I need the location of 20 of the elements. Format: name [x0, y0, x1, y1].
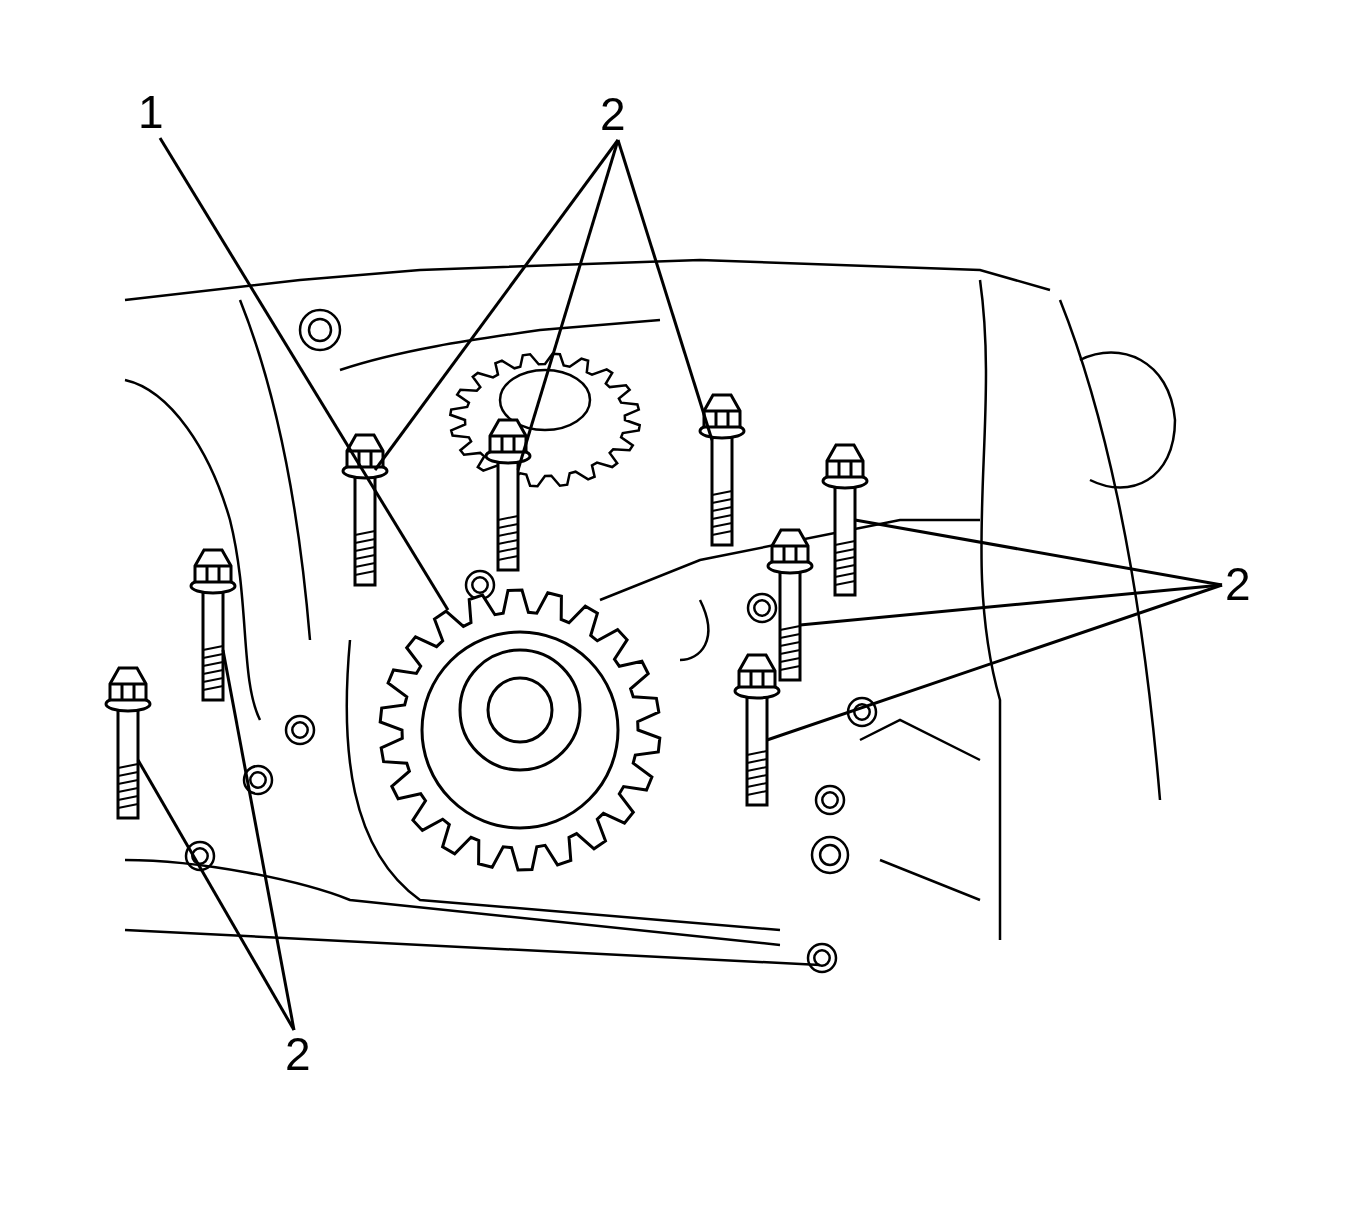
bolt-drawing [733, 653, 781, 807]
leader-line [221, 649, 296, 1031]
callout-number: 2 [600, 90, 626, 138]
leader-line [516, 139, 620, 471]
bolt-drawing [341, 433, 389, 587]
bolt-drawing [698, 393, 746, 547]
bolt-drawing [484, 418, 532, 572]
leader-line [766, 583, 1223, 742]
leader-line [373, 139, 620, 471]
sprocket-drawing [378, 588, 662, 872]
callout-number: 1 [138, 88, 164, 136]
bolt-drawing [821, 443, 869, 597]
leader-line [616, 139, 714, 441]
leader-line [158, 137, 450, 611]
bolt-drawing [189, 548, 237, 702]
bolt-drawing [104, 666, 152, 820]
callout-number: 2 [1225, 560, 1251, 608]
bolt-drawing [766, 528, 814, 682]
callout-number: 2 [285, 1030, 311, 1078]
leader-line [854, 518, 1223, 587]
